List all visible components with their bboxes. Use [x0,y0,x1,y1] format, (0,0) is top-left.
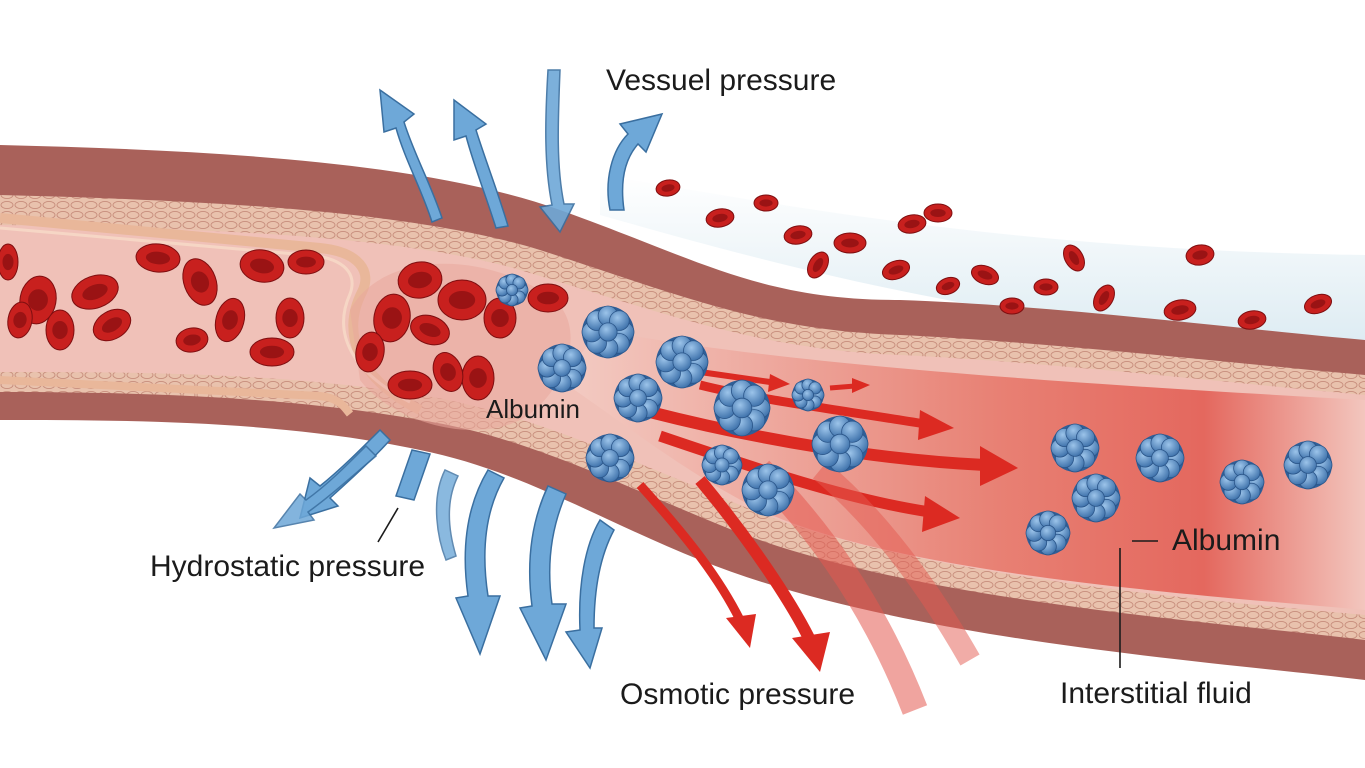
red-blood-cell-icon [1237,310,1267,330]
fluid-flow-arrow-icon [395,449,431,501]
red-blood-cell-icon [432,352,464,392]
red-blood-cell-icon [175,327,209,353]
albumin-molecule-icon [701,444,743,486]
albumin-molecule-icon [713,379,771,437]
red-blood-cell-icon [1093,284,1115,312]
albumin-molecule-icon [1135,433,1185,483]
red-blood-cell-icon [970,264,1000,286]
red-blood-cell-icon [881,259,911,281]
albumin-molecule-icon [791,378,825,412]
red-blood-cell-icon [1163,299,1197,321]
albumin-molecule-icon [1050,423,1100,473]
red-blood-cell-icon [387,370,433,400]
albumin-molecule-icon [655,335,709,389]
red-blood-cell-icon [45,309,75,351]
red-blood-cell-icon [355,331,385,373]
red-blood-cell-icon [705,208,735,228]
albumin-label-inner: Albumin [486,394,580,424]
albumin-label-outer: Albumin [1172,524,1281,557]
albumin-molecule-icon [1071,473,1121,523]
interstitial-fluid-label: Interstitial fluid [1060,677,1252,710]
red-blood-cell-icon [1185,244,1215,266]
osmotic-flow-arrow-icon [699,369,790,392]
red-blood-cell-icon [397,261,443,299]
leader-lines [377,507,1158,668]
hydrostatic-pressure-label: Hydrostatic pressure [150,550,426,583]
red-blood-cell-icon [239,249,285,283]
red-blood-cell-icon [935,276,961,296]
osmotic-flow-arrow-icon [812,461,980,666]
red-blood-cell-icon [753,194,779,212]
albumin-molecules [495,273,1333,556]
red-blood-cell-icon [1033,278,1059,296]
red-blood-cell-icon [783,225,813,245]
red-blood-cell-icon [655,179,681,197]
red-blood-cell-icon [135,243,181,273]
red-blood-cell-icon [0,243,19,281]
fluid-flow-arrow-icon [538,69,576,234]
fluid-flow-arrow-icon [379,88,443,223]
red-blood-cell-icon [483,297,517,339]
red-blood-cell-icon [999,297,1025,315]
albumin-molecule-icon [585,433,635,483]
red-blood-cell-icon [249,337,295,367]
fluid-flow-arrow-icon [564,518,615,670]
red-blood-cell-icon [214,297,246,343]
red-blood-cell-icon [7,301,33,339]
fluid-flow-arrow-icon [453,98,509,229]
albumin-molecule-icon [811,415,869,473]
fluid-flow-arrow-icon [272,444,378,530]
red-blood-cell-icon [1303,293,1333,315]
albumin-molecule-icon [741,463,795,517]
red-blood-cell-icon [527,283,569,313]
vessel-pressure-label: Vessuel pressure [606,64,837,97]
red-blood-cells-inside [0,243,569,401]
red-blood-cell-icon [807,251,829,279]
hydrostatic-leader-line [377,507,399,543]
red-blood-cell-icon [92,308,132,342]
red-blood-cell-icon [897,214,927,234]
osmotic-flow-arrow-icon [695,476,830,672]
red-blood-cell-icon [1063,244,1085,272]
red-blood-cell-icon [410,314,450,346]
fluid-flow-arrow-icon [454,469,506,657]
osmotic-flow-arrow-icon [658,430,960,532]
red-blood-cell-icon [287,249,325,275]
osmotic-flow-arrow-icon [829,378,870,393]
albumin-molecule-icon [1219,459,1265,505]
albumin-molecule-icon [537,343,587,393]
red-blood-cell-icon [437,279,487,321]
osmotic-flow-arrow-icon [636,481,756,648]
fluid-flow-arrow-icon [435,469,460,561]
albumin-molecule-icon [613,373,663,423]
albumin-molecule-icon [1283,440,1333,490]
red-blood-cell-icon [182,258,218,306]
fluid-flow-arrow-icon [607,112,664,211]
red-blood-cell-icon [833,232,867,254]
red-blood-cell-icon [71,274,119,310]
red-blood-cells-outside [655,179,1333,330]
osmotic-pressure-label: Osmotic pressure [620,678,856,711]
fluid-arrows [272,69,664,670]
red-blood-cell-icon [373,293,411,343]
albumin-molecule-icon [495,273,529,307]
fluid-flow-arrow-icon [518,485,568,662]
capillary-tube-edge-lower [0,376,354,417]
albumin-molecule-icon [1025,510,1071,556]
red-blood-cell-icon [923,203,953,223]
red-blood-cell-icon [275,297,305,339]
albumin-molecule-icon [581,305,635,359]
